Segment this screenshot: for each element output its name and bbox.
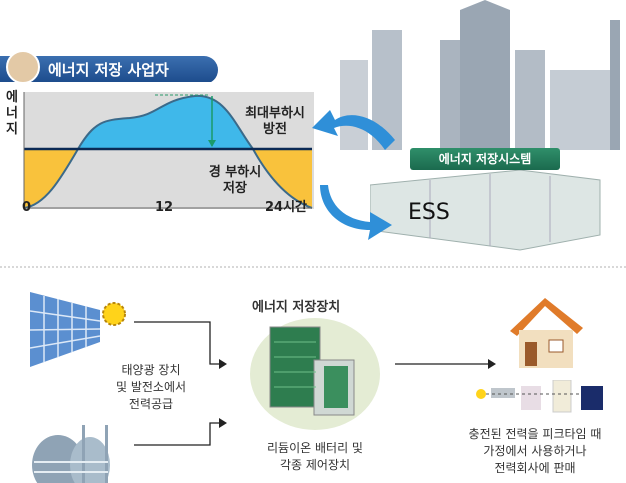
y-axis-label-char: 지 (6, 122, 18, 137)
energy-storage-system-label: 에너지 저장시스템 (410, 148, 560, 170)
solar-panel-icon (30, 292, 126, 367)
source-text-line1: 태양광 장치 (121, 363, 181, 377)
source-text-line3: 전력공급 (128, 397, 174, 411)
offpeak-charge-label: 경 부하시 저장 (195, 165, 275, 197)
load-curve-line (23, 94, 313, 209)
tv-icon (581, 386, 603, 410)
y-axis-label-char: 너 (6, 106, 18, 121)
charge-arrow-icon (320, 185, 392, 240)
charge-area-right (253, 149, 312, 208)
air-conditioner-icon (491, 388, 515, 398)
output-text-line3: 전력회사에 판매 (494, 461, 576, 475)
device-title: 에너지 저장장치 (252, 300, 341, 315)
power-source-text: 태양광 장치 및 발전소에서 전력공급 (96, 362, 206, 413)
discharge-area (78, 95, 253, 149)
peak-label-line1: 최대부하시 (245, 106, 305, 121)
discharge-arrow-icon (312, 110, 395, 150)
offpeak-label-line1: 경 부하시 (208, 165, 262, 180)
peak-label-line2: 방전 (263, 122, 287, 137)
device-text: 리듐이온 배터리 및 각종 제어장치 (240, 440, 390, 474)
dotted-separator (0, 266, 626, 268)
output-text-line1: 충전된 전력을 피크타임 때 (468, 427, 602, 441)
refrigerator-icon (552, 380, 572, 413)
connector-arrows (134, 321, 496, 446)
device-text-line2: 각종 제어장치 (279, 458, 351, 472)
flow-arrows (312, 110, 395, 240)
sun-icon (102, 302, 126, 326)
battery-cabinet-icon (269, 326, 355, 416)
y-axis-label-char: 에 (6, 90, 18, 105)
x-tick-24: 24시간 (265, 200, 308, 215)
offpeak-label-line2: 저장 (223, 181, 247, 196)
ess-text: ESS (408, 200, 450, 225)
charge-area-left (24, 149, 78, 208)
output-text-line2: 가정에서 사용하거나 (483, 444, 587, 458)
output-text: 충전된 전력을 피크타임 때 가정에서 사용하거나 전력회사에 판매 (445, 426, 625, 477)
light-bulb-icon (476, 389, 486, 399)
washing-machine-icon (521, 386, 541, 410)
x-tick-0: 0 (22, 200, 32, 215)
x-tick-12: 12 (155, 200, 174, 215)
power-plant-tanks-icon (32, 425, 110, 483)
home-appliances-icon (476, 380, 603, 413)
device-text-line1: 리듐이온 배터리 및 (267, 441, 363, 455)
peak-discharge-label: 최대부하시 방전 (235, 106, 315, 138)
city-buildings-image (310, 0, 626, 250)
operator-laptop-icon (6, 50, 40, 84)
house-icon (510, 298, 583, 368)
source-text-line2: 및 발전소에서 (115, 380, 187, 394)
ess-cabinets-image (370, 170, 601, 251)
load-curve-chart (23, 92, 314, 209)
